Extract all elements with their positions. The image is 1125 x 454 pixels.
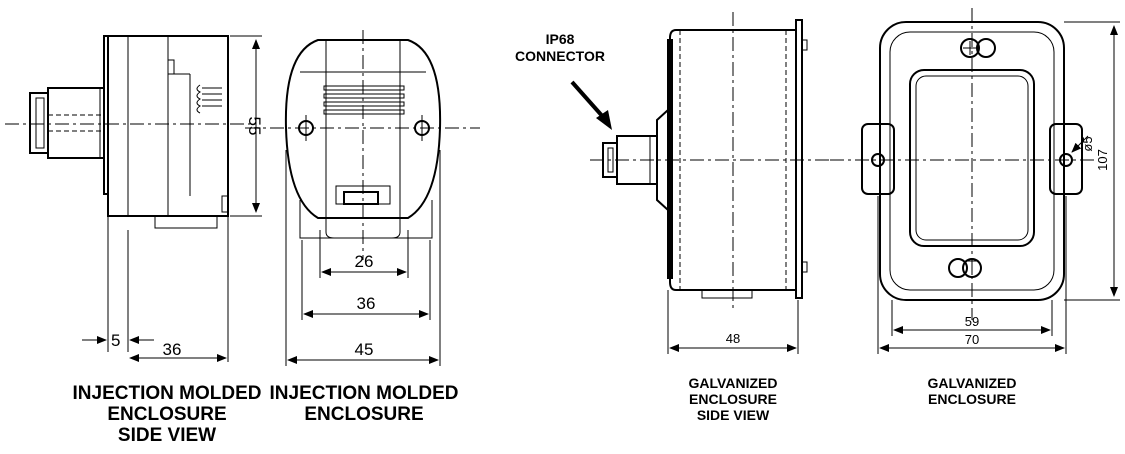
galv-tab-left	[861, 123, 895, 195]
dim-molded-front-mid: 36	[357, 294, 376, 313]
caption-molded-front: INJECTION MOLDED ENCLOSURE	[270, 383, 459, 425]
svg-text:GALVANIZED: GALVANIZED	[689, 375, 778, 391]
svg-text:SIDE VIEW: SIDE VIEW	[118, 425, 216, 446]
dim-molded-front-width: 45	[355, 340, 374, 359]
caption-galv-side: GALVANIZED ENCLOSURE SIDE VIEW	[689, 375, 778, 423]
galv-screw-bottom	[948, 258, 982, 278]
dim-galv-front-inner: 59	[965, 314, 979, 329]
svg-text:ENCLOSURE: ENCLOSURE	[304, 404, 423, 425]
connector-body	[47, 87, 105, 159]
callout-line-1: IP68	[546, 31, 575, 47]
dim-galv-side-depth: 48	[726, 331, 740, 346]
connector-nut	[29, 92, 49, 154]
galv-tab-right	[1049, 123, 1083, 195]
dim-molded-side-offset: 5	[111, 331, 120, 350]
svg-text:GALVANIZED: GALVANIZED	[928, 375, 1017, 391]
dim-molded-front-inner: 26	[355, 252, 374, 271]
callout-arrow	[570, 80, 606, 120]
dim-molded-side-depth: 36	[163, 340, 182, 359]
dim-molded-side-height: 55	[245, 117, 264, 136]
svg-text:SIDE VIEW: SIDE VIEW	[697, 407, 770, 423]
galv-body	[669, 29, 797, 291]
molded-side-view: 55 5 36	[5, 35, 264, 362]
caption-galv-front: GALVANIZED ENCLOSURE	[928, 375, 1017, 407]
galv-side-view: 48	[570, 12, 830, 354]
dim-galv-front-width: 70	[965, 332, 979, 347]
svg-text:ENCLOSURE: ENCLOSURE	[107, 404, 226, 425]
dim-galv-front-hole: ø5	[1080, 136, 1095, 151]
svg-text:ENCLOSURE: ENCLOSURE	[689, 391, 777, 407]
callout-line-2: CONNECTOR	[515, 48, 605, 64]
galv-front-view: ø5 107 59 70	[830, 8, 1120, 354]
caption-molded-side: INJECTION MOLDED ENCLOSURE SIDE VIEW	[73, 383, 262, 446]
svg-text:INJECTION MOLDED: INJECTION MOLDED	[73, 383, 262, 404]
molded-front-window	[343, 191, 379, 205]
galv-screw-top	[960, 38, 996, 58]
dim-galv-front-height: 107	[1095, 149, 1110, 171]
svg-text:INJECTION MOLDED: INJECTION MOLDED	[270, 383, 459, 404]
galv-flange	[795, 19, 803, 299]
vent-slots-side	[196, 84, 222, 114]
molded-front-view: 26 36 45	[245, 30, 480, 366]
vent-slots-front	[323, 85, 405, 115]
molded-front-outline	[284, 39, 442, 219]
svg-text:ENCLOSURE: ENCLOSURE	[928, 391, 1016, 407]
